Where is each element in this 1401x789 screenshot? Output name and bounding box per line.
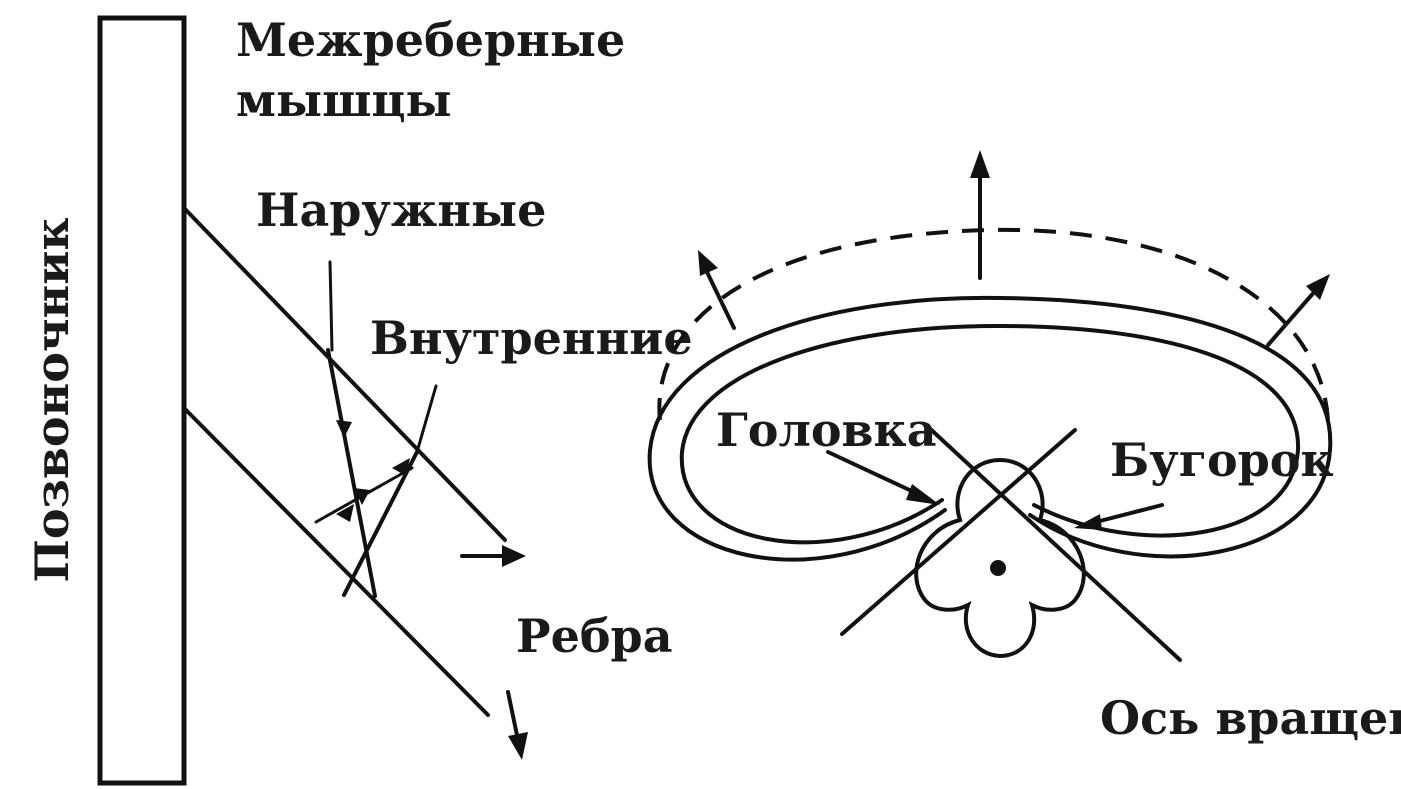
up-arrow-left — [698, 250, 734, 328]
internal-label-pointer — [417, 386, 436, 452]
muscle-cross-line — [316, 468, 412, 522]
lower-rib-line — [184, 408, 488, 715]
right-panel-rib-rotation: Головка Бугорок Ось вращения — [650, 150, 1401, 745]
external-muscles-label: Наружные — [256, 183, 546, 237]
spine-label: Позвоночник — [25, 217, 79, 582]
head-pointer-arrow — [828, 452, 940, 505]
rib-head-label: Головка — [716, 403, 937, 457]
up-arrow-center — [970, 150, 990, 278]
intercostal-muscles-label-line2: мышцы — [236, 73, 452, 127]
vertebra — [916, 460, 1084, 656]
upper-rib-line — [184, 208, 505, 540]
rib-tubercle-label: Бугорок — [1110, 433, 1334, 487]
rotation-axis-label: Ось вращения — [1100, 691, 1401, 745]
upper-rib-motion-arrow — [462, 545, 526, 567]
external-muscle-arrowhead-top — [336, 420, 352, 438]
up-arrow-right — [1268, 274, 1330, 345]
lower-rib-motion-arrow — [508, 692, 528, 760]
spine-column — [100, 18, 184, 783]
left-panel-intercostal-muscles: Позвоночник Межреберные мышцы На — [25, 13, 693, 783]
tubercle-pointer-arrow — [1074, 505, 1162, 530]
internal-muscles-label: Внутренние — [370, 311, 693, 365]
vertebra-body — [916, 460, 1084, 656]
ribs-label: Ребра — [516, 609, 673, 663]
intercostal-muscles-label-line1: Межреберные — [236, 13, 625, 67]
external-label-pointer — [330, 262, 332, 350]
rotation-center-dot — [990, 560, 1006, 576]
